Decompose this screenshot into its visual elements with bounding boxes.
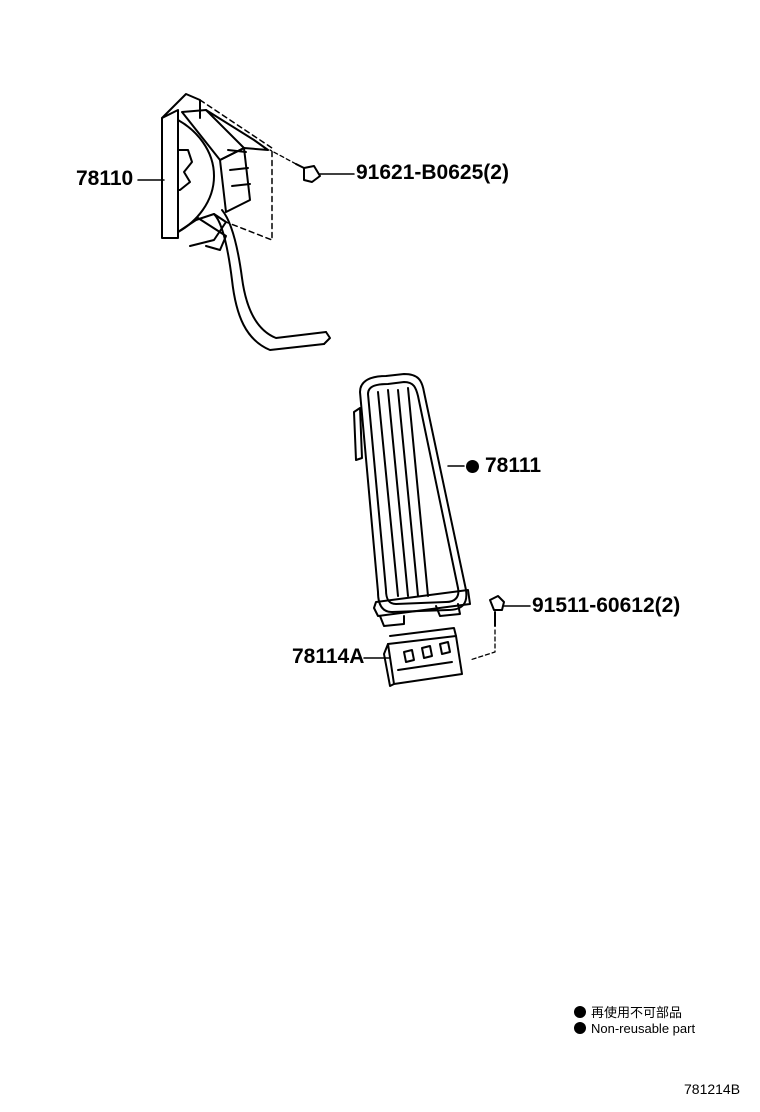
upper-bolt: [269, 149, 321, 183]
leader-lines: [137, 173, 531, 659]
lower-bolt: [469, 595, 505, 661]
label-lower-bolt: 91511-60612(2): [532, 594, 681, 617]
label-78110: 78110: [76, 167, 134, 190]
label-78111: 78111: [466, 455, 541, 476]
legend-en: Non-reusable part: [574, 1021, 695, 1036]
bracket-plate: [383, 627, 463, 687]
legend-jp-text: 再使用不可部品: [591, 1005, 683, 1020]
non-reusable-dot-icon: [466, 460, 479, 473]
label-78114a: 78114A: [292, 645, 365, 668]
legend-en-text: Non-reusable part: [591, 1021, 696, 1036]
label-upper-bolt: 91621-B0625(2): [356, 161, 509, 184]
legend-jp: 再使用不可部品: [574, 1002, 682, 1021]
legend-dot-icon: [574, 1006, 586, 1018]
legend-dot-icon: [574, 1022, 586, 1034]
pedal-pad: [353, 373, 471, 627]
label-78111-text: 78111: [485, 454, 542, 477]
figure-id: 781214B: [684, 1081, 741, 1097]
pedal-bracket-assembly: [161, 93, 331, 351]
